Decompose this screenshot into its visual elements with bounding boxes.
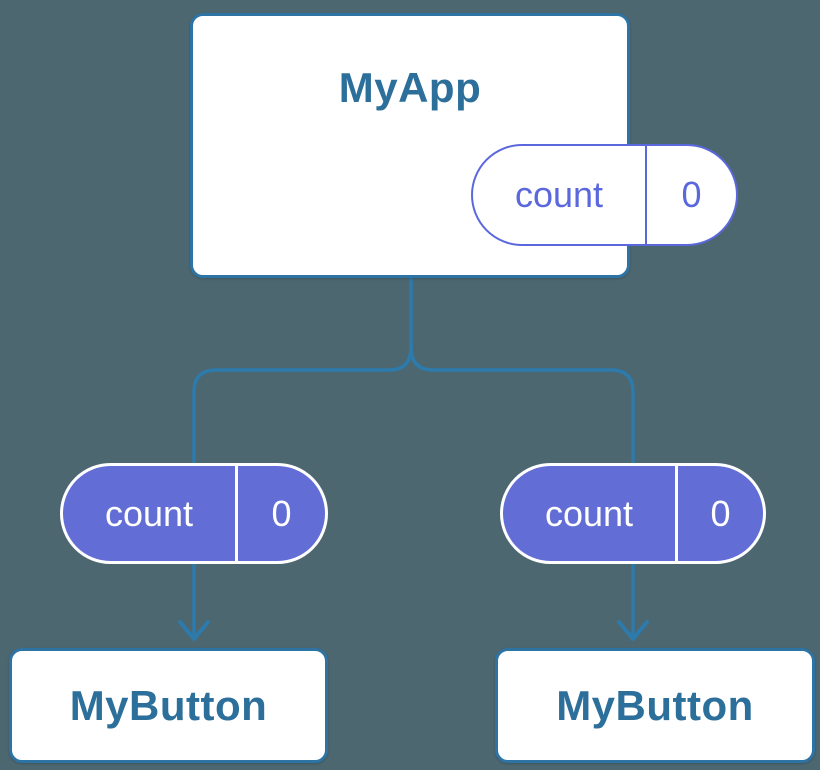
state-pill-name: count [473, 146, 647, 244]
myapp-state-pill: count 0 [471, 144, 738, 246]
myapp-node: MyApp count 0 [190, 13, 738, 278]
state-pill-value: 0 [681, 174, 702, 215]
right-mybutton-node: MyButton [495, 648, 815, 763]
right-prop-pill-value: 0 [710, 492, 731, 534]
left-prop-pill: count 0 [60, 463, 328, 564]
left-prop-pill-value: 0 [271, 492, 292, 534]
connector-left-branch [192, 274, 413, 638]
left-mybutton-node: MyButton [9, 648, 328, 763]
left-mybutton-node-title: MyButton [69, 681, 268, 729]
right-mybutton-node-title: MyButton [556, 681, 754, 729]
myapp-node-title: MyApp [338, 64, 482, 111]
left-prop-pill-name: count [63, 466, 238, 561]
right-prop-pill: count 0 [500, 463, 766, 564]
right-prop-pill-name: count [503, 466, 678, 561]
right-arrowhead-icon [617, 620, 649, 641]
left-arrowhead-icon [178, 620, 210, 641]
